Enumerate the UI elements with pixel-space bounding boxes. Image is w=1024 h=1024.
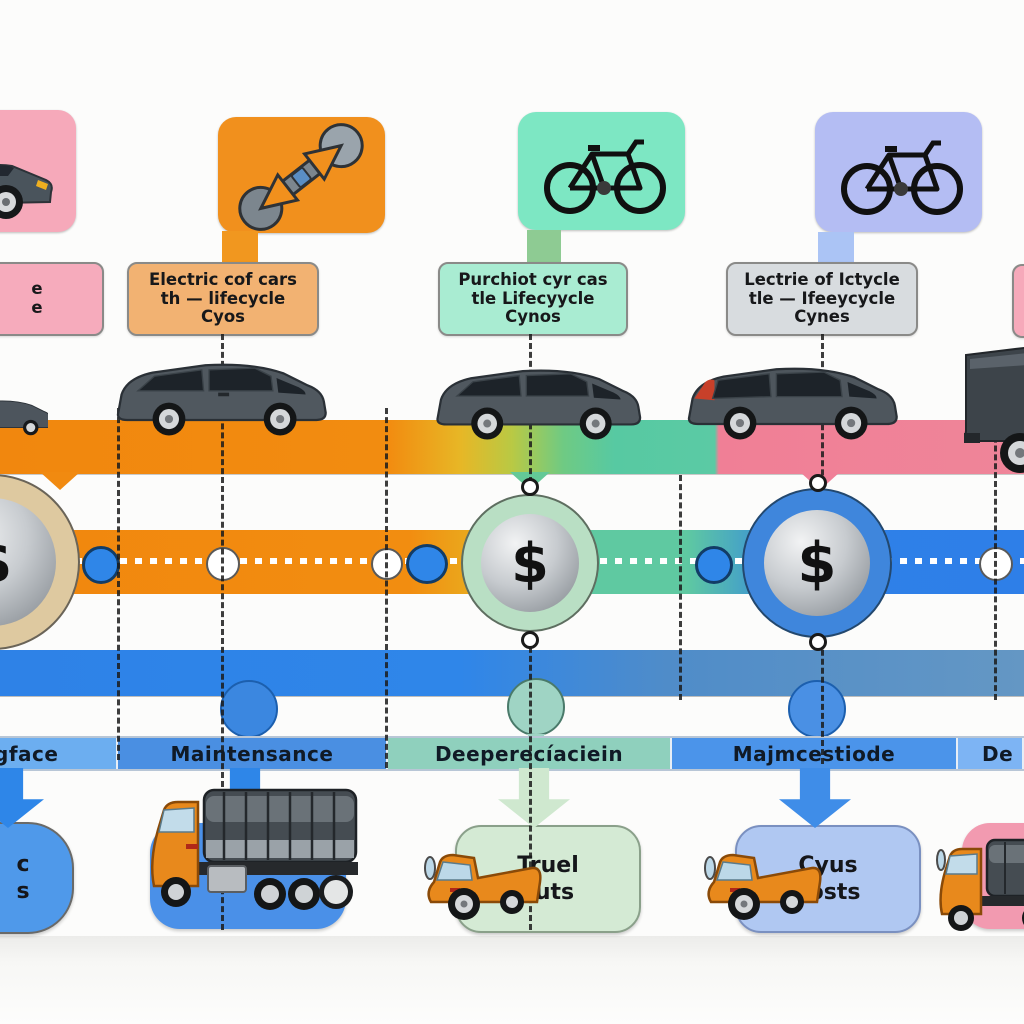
dollar-sign: $ <box>481 514 579 612</box>
balloon-marker-blue <box>788 680 846 755</box>
phase-segment: Majmcestiode <box>672 738 958 769</box>
phase-segment: gface <box>0 738 118 769</box>
timeline-dot <box>695 546 733 584</box>
lower-timeline-band <box>0 650 1024 696</box>
bottom-bubble-0-text: c s <box>16 851 30 905</box>
label-box-0-text: e e <box>31 279 43 317</box>
callout-bicycle-green <box>518 112 685 230</box>
label-box-3: Lectrie of Ictycle tle — Ifeeycycle Cyne… <box>726 262 918 336</box>
label-box-0: e e <box>0 262 104 336</box>
dollar-sign: $ <box>0 498 56 626</box>
dashed-connector <box>679 475 682 700</box>
bottom-bubble-cycle: Cyus costs <box>735 825 921 933</box>
down-arrow <box>498 768 570 828</box>
phase-label: Maintensance <box>170 741 334 766</box>
pickup-truck-icon <box>704 853 822 920</box>
bicycle-icon <box>841 140 963 215</box>
phase-label: Majmcestiode <box>732 741 896 766</box>
trailer-icon <box>964 346 1024 473</box>
bicycle-icon <box>544 139 666 214</box>
label-box-2-text: Purchiot cyr cas tle Lifecyycle Cynos <box>458 269 608 327</box>
down-arrow <box>0 768 44 828</box>
callout-car <box>0 110 76 232</box>
milestone-circle-tan: $ <box>0 474 80 650</box>
phase-label: De <box>982 741 1014 766</box>
hook-ring <box>809 474 827 492</box>
phase-label: gface <box>0 741 59 766</box>
bottom-bubble-0: c s <box>0 822 74 934</box>
hook-ring <box>809 633 827 651</box>
minivan-icon <box>687 367 898 440</box>
label-box-1-text: Electric cof cars th — lifecycle Cyos <box>148 269 298 327</box>
band-notch <box>40 472 80 490</box>
floor-shade <box>0 936 1024 1024</box>
timeline-dot <box>406 544 448 584</box>
hook-ring <box>521 478 539 496</box>
dashed-connector <box>117 408 120 760</box>
timeline-dot <box>82 546 120 584</box>
dollar-sign: $ <box>764 510 870 616</box>
callout-bicycle-purple <box>815 112 982 232</box>
balloon-marker-teal <box>507 678 565 753</box>
label-box-2: Purchiot cyr cas tle Lifecyycle Cynos <box>438 262 628 336</box>
phase-label: Deeperecíaciein <box>434 741 624 766</box>
milestone-circle-blue: $ <box>742 488 892 638</box>
phase-label-strip: gface Maintensance Deeperecíaciein Majmc… <box>0 736 1024 771</box>
wrench-icon <box>238 123 364 231</box>
label-box-1: Electric cof cars th — lifecycle Cyos <box>127 262 319 336</box>
minivan-icon <box>0 400 48 436</box>
label-box-4 <box>1012 264 1024 338</box>
phase-segment: De <box>958 738 1024 769</box>
dashed-connector <box>221 334 224 930</box>
dashed-connector <box>994 410 997 700</box>
sports-car-icon <box>0 164 53 219</box>
tank-truck-icon <box>150 788 358 910</box>
phase-segment: Maintensance <box>118 738 388 769</box>
dashed-connector <box>385 408 388 768</box>
balloon-marker-blue <box>220 680 278 755</box>
hook-ring <box>521 631 539 649</box>
down-arrow <box>779 768 851 828</box>
label-box-3-text: Lectrie of Ictycle tle — Ifeeycycle Cyne… <box>744 269 900 327</box>
minivan-icon <box>116 363 327 436</box>
callout-wrench-tab <box>222 231 258 265</box>
pickup-truck-icon <box>424 853 542 920</box>
minivan-icon <box>436 369 642 440</box>
tank-truck-icon <box>936 838 1024 931</box>
callout-wrench <box>218 117 385 233</box>
milestone-circle-green: $ <box>461 494 599 632</box>
callout-bicycle-green-tab <box>527 230 561 268</box>
